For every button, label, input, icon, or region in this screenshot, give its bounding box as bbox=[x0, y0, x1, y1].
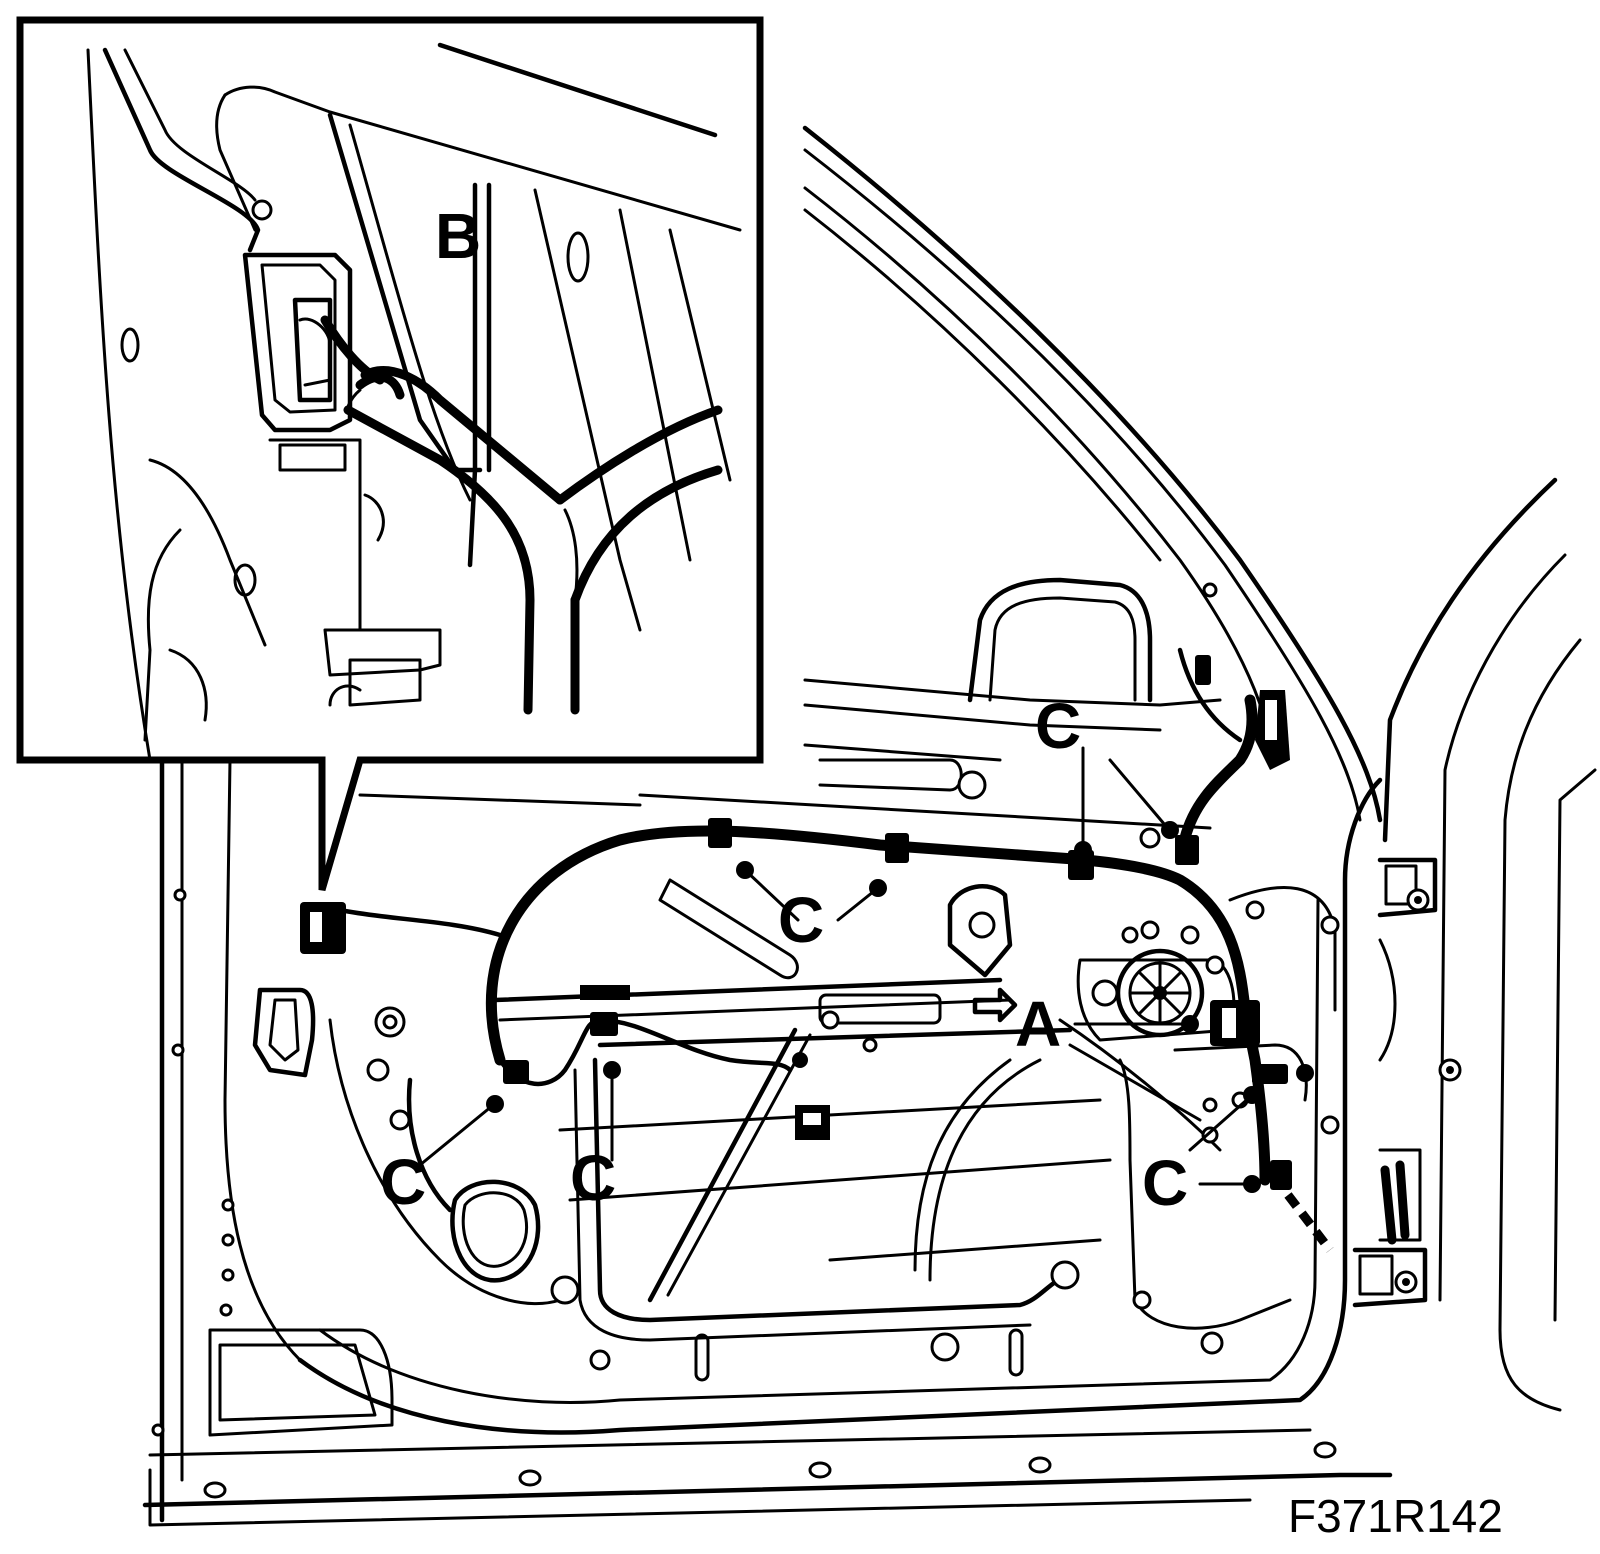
callout-c-bottom-left: C bbox=[380, 1146, 426, 1218]
callout-b: B bbox=[435, 200, 481, 272]
upper-hinge bbox=[1377, 857, 1438, 1062]
inset-detail bbox=[16, 16, 764, 891]
callout-c-bottom-right: C bbox=[1142, 1147, 1188, 1219]
callout-c-center: C bbox=[778, 884, 824, 956]
callout-labels: B C C A C C C F371R142 bbox=[380, 200, 1503, 1542]
lower-hinge bbox=[1352, 1058, 1462, 1308]
callout-a: A bbox=[1015, 988, 1061, 1060]
wiring-harness bbox=[300, 647, 1334, 1253]
window-motor bbox=[1076, 920, 1236, 1042]
harness-clips bbox=[503, 818, 1314, 1190]
left-connector bbox=[300, 902, 346, 954]
callout-c-bottom-center: C bbox=[570, 1142, 616, 1214]
door-frame bbox=[142, 125, 1597, 1527]
figure-id: F371R142 bbox=[1288, 1490, 1503, 1542]
inner-panel bbox=[151, 577, 1340, 1499]
callout-c-top-right: C bbox=[1035, 690, 1081, 762]
